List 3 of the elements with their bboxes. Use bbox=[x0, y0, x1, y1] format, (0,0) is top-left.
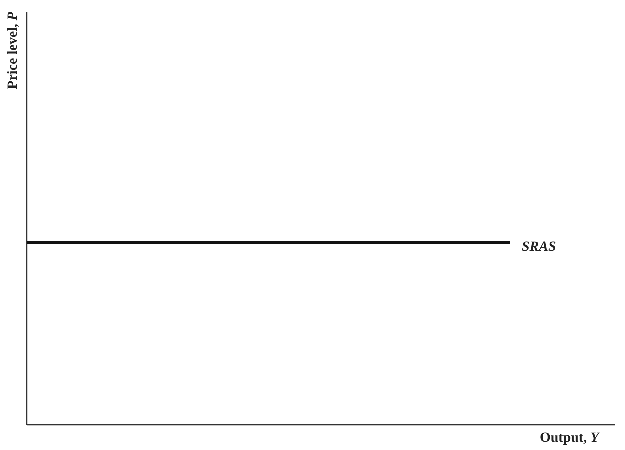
axis-title: Price level, P bbox=[7, 12, 21, 90]
axis-title: Output, Y bbox=[540, 432, 600, 446]
curve-label: SRAS bbox=[522, 241, 556, 255]
